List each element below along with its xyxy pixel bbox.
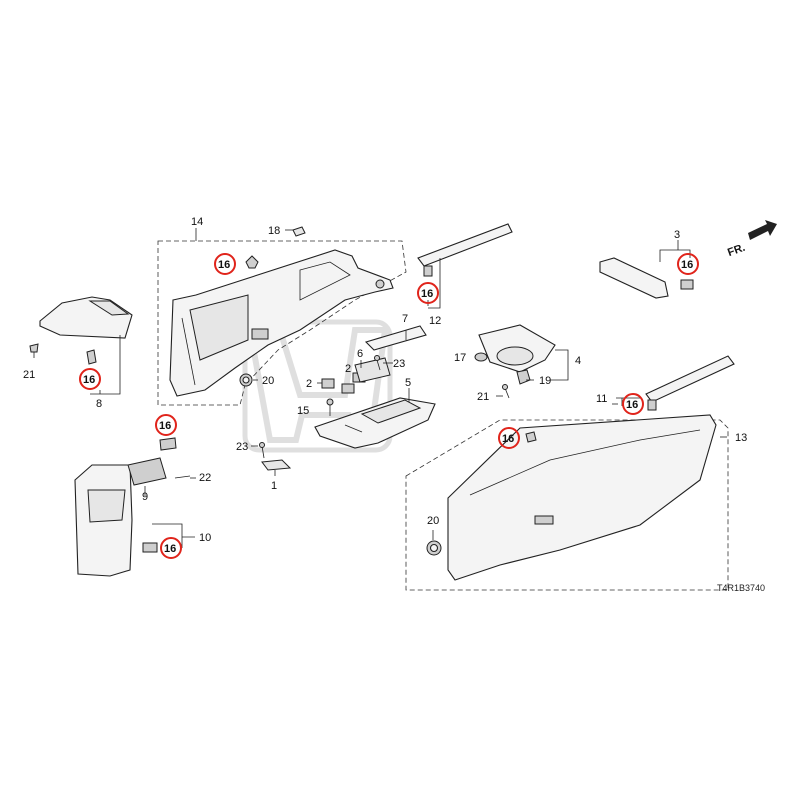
callout-4: 4: [575, 355, 581, 367]
highlight-16-part11: 16: [622, 393, 644, 415]
callout-23: 23: [236, 441, 248, 453]
part-23-screw-lower: [259, 442, 265, 459]
callout-14: 14: [191, 216, 203, 228]
callout-23: 23: [393, 358, 405, 370]
callout-22: 22: [199, 472, 211, 484]
svg-text:16: 16: [421, 288, 433, 300]
diagram-code: T4R1B3740: [717, 583, 765, 593]
part-lower-panel-left: [169, 249, 394, 397]
part-clip-20-right: [426, 540, 442, 556]
callout-labels: 1 2 2 3 4 5 6 7 8 9 10 11 12 13 14 15 17…: [23, 216, 747, 544]
callout-1: 1: [271, 480, 277, 492]
callout-20: 20: [427, 515, 439, 527]
svg-text:16: 16: [626, 399, 638, 411]
part-side-trim: [74, 464, 133, 577]
callout-7: 7: [402, 313, 408, 325]
part-11-strip: [645, 355, 735, 411]
callout-11: 11: [596, 393, 607, 405]
highlight-16-part10: 16: [160, 537, 182, 559]
highlight-16-part8: 16: [79, 368, 101, 390]
group-13-dashed-frame: [405, 419, 729, 591]
callout-13: 13: [735, 432, 747, 444]
highlighted-callouts: 16 16 16 16 16 16 16 16: [79, 253, 699, 559]
part-clip-16-in-13: [525, 431, 537, 443]
part-19-clip: [516, 369, 531, 385]
svg-text:FR.: FR.: [726, 242, 747, 259]
part-21-screw-center: [502, 384, 510, 399]
callout-17: 17: [454, 352, 466, 364]
part-5-console-base: [314, 397, 436, 449]
callout-21: 21: [23, 369, 35, 381]
part-clip-16-in-14: [245, 255, 259, 269]
part-6-connector: [354, 357, 391, 383]
front-direction-arrow: FR.: [726, 220, 777, 259]
group-14-dashed-frame: [157, 240, 407, 406]
part-2-switch-lower: [321, 378, 355, 394]
highlight-16-part3: 16: [677, 253, 699, 275]
callout-21: 21: [477, 391, 489, 403]
svg-text:16: 16: [159, 420, 171, 432]
part-clip-16-in-8: [86, 349, 97, 365]
callout-10: 10: [199, 532, 211, 544]
svg-text:16: 16: [218, 259, 230, 271]
part-10-switch: [142, 542, 158, 553]
part-17-knob: [474, 352, 488, 362]
highlight-16-part12: 16: [417, 282, 439, 304]
part-4-cupholder: [478, 324, 556, 373]
callout-3: 3: [674, 229, 680, 241]
callout-12: 12: [429, 315, 441, 327]
callout-20: 20: [262, 375, 274, 387]
part-13-glovebox-panel: [447, 414, 717, 581]
part-9-vent: [127, 457, 167, 486]
callout-9: 9: [142, 491, 148, 503]
callout-6: 6: [357, 348, 363, 360]
part-1-tray: [261, 459, 292, 471]
part-22-screw: [174, 475, 191, 479]
highlight-16-group14: 16: [214, 253, 236, 275]
part-8-cover: [39, 296, 133, 339]
highlight-16-part13: 16: [498, 427, 520, 449]
callout-19: 19: [539, 375, 551, 387]
part-clip-20-left: [239, 373, 253, 387]
callout-2: 2: [306, 378, 312, 390]
callout-15: 15: [297, 405, 309, 417]
part-clip-21-left: [29, 343, 39, 358]
part-screw-18: [292, 226, 306, 237]
part-3-bracket: [599, 257, 694, 299]
svg-text:16: 16: [502, 433, 514, 445]
svg-text:16: 16: [681, 259, 693, 271]
part-15-screw: [326, 398, 334, 416]
part-23-screw-upper: [374, 355, 381, 371]
callout-2: 2: [345, 363, 351, 375]
callout-8: 8: [96, 398, 102, 410]
callout-18: 18: [268, 225, 280, 237]
callout-5: 5: [405, 377, 411, 389]
part-12-strip: [417, 223, 513, 277]
highlight-16-left-clip: 16: [155, 414, 177, 436]
part-7-pad: [364, 325, 427, 351]
svg-text:16: 16: [164, 543, 176, 555]
part-clip-16-lower-left: [159, 437, 177, 451]
svg-text:16: 16: [83, 374, 95, 386]
